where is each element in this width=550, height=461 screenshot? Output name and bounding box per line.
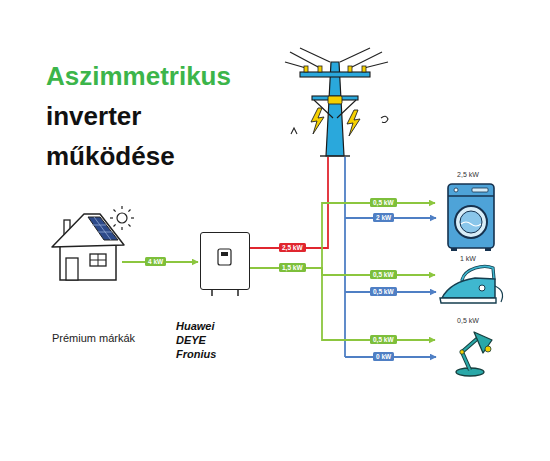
washing-machine-icon	[448, 184, 494, 251]
flow-label: 0 kW	[373, 352, 394, 361]
pole-transformer	[328, 96, 342, 104]
washer-body	[448, 184, 494, 248]
lamp-bulb	[485, 346, 491, 352]
power-wire	[290, 52, 320, 68]
pole-ground	[320, 155, 350, 156]
power-flow-connector	[250, 203, 435, 268]
iron-body	[442, 278, 495, 298]
washer-display	[472, 188, 488, 192]
brand-list: Huawei DEYE Fronius	[176, 319, 224, 361]
iron-soleplate	[440, 298, 496, 303]
iron-dial	[479, 285, 485, 291]
washer-panel-line	[448, 195, 494, 196]
pole-crossarm	[300, 72, 370, 77]
power-wire	[350, 52, 382, 68]
brand-caption: Prémium márkák	[52, 332, 135, 344]
lamp-node: 0,5 kW	[436, 314, 500, 378]
inverter-screen	[221, 252, 228, 256]
washing-machine-node: 2,5 kW	[436, 168, 500, 252]
flow-label: 0,5 kW	[370, 335, 397, 344]
power-wire	[285, 62, 306, 68]
washer-foot	[451, 248, 457, 251]
power-rating: 2,5 kW	[436, 171, 500, 178]
inverter-symbol	[212, 249, 238, 296]
inverter-display	[218, 249, 231, 265]
grid-import-trunk	[344, 157, 346, 357]
sun-disc	[117, 213, 127, 223]
diagram-title: Aszimmetrikus inverter működése	[46, 56, 261, 176]
washer-water	[461, 222, 481, 226]
sun-ray	[121, 227, 122, 230]
flow-label: 0,5 kW	[370, 270, 397, 279]
power-rating: 1 kW	[436, 255, 500, 262]
washer-door	[455, 206, 487, 238]
grid-export-line	[250, 157, 328, 248]
flow-label: 2 kW	[373, 213, 394, 222]
washer-glass	[460, 211, 482, 233]
window-bar	[90, 260, 106, 261]
pole-insulator	[318, 66, 322, 72]
spark-mark	[291, 128, 297, 134]
sun-icon	[110, 206, 134, 230]
inverter-leg	[237, 290, 239, 296]
pole-insulator	[304, 66, 308, 72]
washer-knob	[454, 188, 458, 192]
sun-ray	[110, 217, 113, 218]
sun-ray	[114, 224, 116, 226]
power-flow-connector	[250, 268, 435, 275]
inverter-leg	[211, 290, 213, 296]
sun-ray	[131, 217, 134, 218]
lamp-shade	[474, 332, 492, 353]
house-icon	[52, 214, 124, 280]
desk-lamp-icon	[456, 332, 492, 376]
lamp-arm-outline	[462, 338, 478, 370]
power-wire	[364, 62, 388, 68]
washer-foot	[485, 248, 491, 251]
power-flow-connector	[250, 268, 435, 340]
solar-panel-grid	[92, 225, 106, 226]
solar-panel-grid	[98, 232, 112, 233]
lamp-arm	[462, 338, 478, 370]
inverter-box: Huawei DEYE Fronius	[200, 232, 250, 290]
solar-panel-grid	[94, 217, 111, 240]
flow-label: 0,5 kW	[370, 287, 397, 296]
flow-label: 1,5 kW	[279, 263, 306, 272]
lamp-joint	[460, 350, 464, 354]
spark-mark	[381, 116, 388, 122]
power-rating: 0,5 kW	[436, 317, 500, 324]
sun-ray	[128, 224, 130, 226]
house-wall	[60, 242, 116, 280]
utility-pole-icon	[285, 48, 388, 156]
flow-label: 2,5 kW	[279, 243, 306, 252]
house-window	[90, 254, 106, 266]
iron-node: 1 kW	[436, 252, 500, 308]
sun-ray	[121, 206, 122, 209]
lightning-bolt	[347, 110, 360, 136]
sun-ray	[114, 210, 116, 212]
iron-cord	[495, 286, 503, 302]
solar-panel	[88, 217, 118, 240]
connector-layer	[250, 203, 435, 340]
flow-label: 0,5 kW	[370, 198, 397, 207]
house-roof	[52, 214, 124, 247]
pole-insulator	[348, 66, 352, 72]
iron-icon	[440, 267, 503, 304]
sun-ray	[128, 210, 130, 212]
flow-label: 4 kW	[145, 257, 166, 266]
lightning-bolt	[311, 108, 324, 134]
house-door	[66, 258, 78, 280]
pole-insulator	[362, 66, 366, 72]
